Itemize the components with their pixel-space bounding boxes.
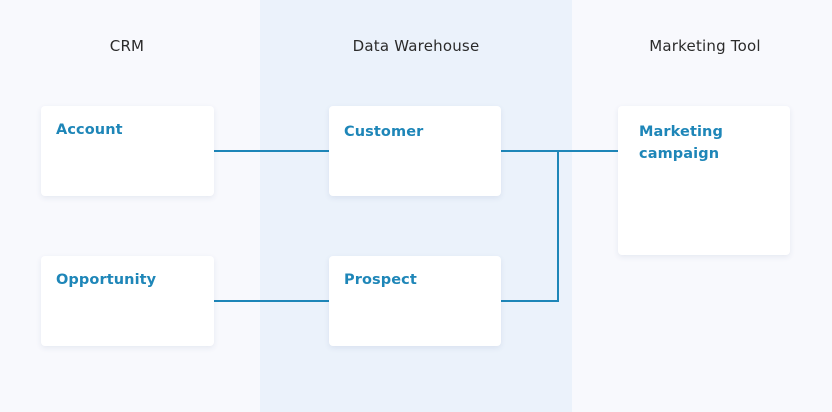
prospect-card[interactable]: Prospect (329, 256, 501, 346)
data-warehouse-column-title: Data Warehouse (352, 37, 480, 55)
marketing-campaign-label-line1: Marketing (639, 124, 723, 140)
opportunity-card-label: Opportunity (56, 272, 157, 288)
opportunity-card[interactable]: Opportunity (41, 256, 214, 346)
prospect-card-label: Prospect (344, 272, 417, 288)
account-card[interactable]: Account (41, 106, 214, 196)
marketing-campaign-card[interactable]: Marketing campaign (618, 106, 790, 255)
prospect-campaign-connector (501, 151, 559, 302)
account-card-label: Account (56, 122, 123, 138)
marketing-tool-column-title: Marketing Tool (649, 37, 761, 55)
customer-card-label: Customer (344, 124, 424, 140)
customer-card[interactable]: Customer (329, 106, 501, 196)
crm-column-title: CRM (109, 37, 145, 55)
marketing-campaign-label-line2: campaign (639, 146, 720, 162)
